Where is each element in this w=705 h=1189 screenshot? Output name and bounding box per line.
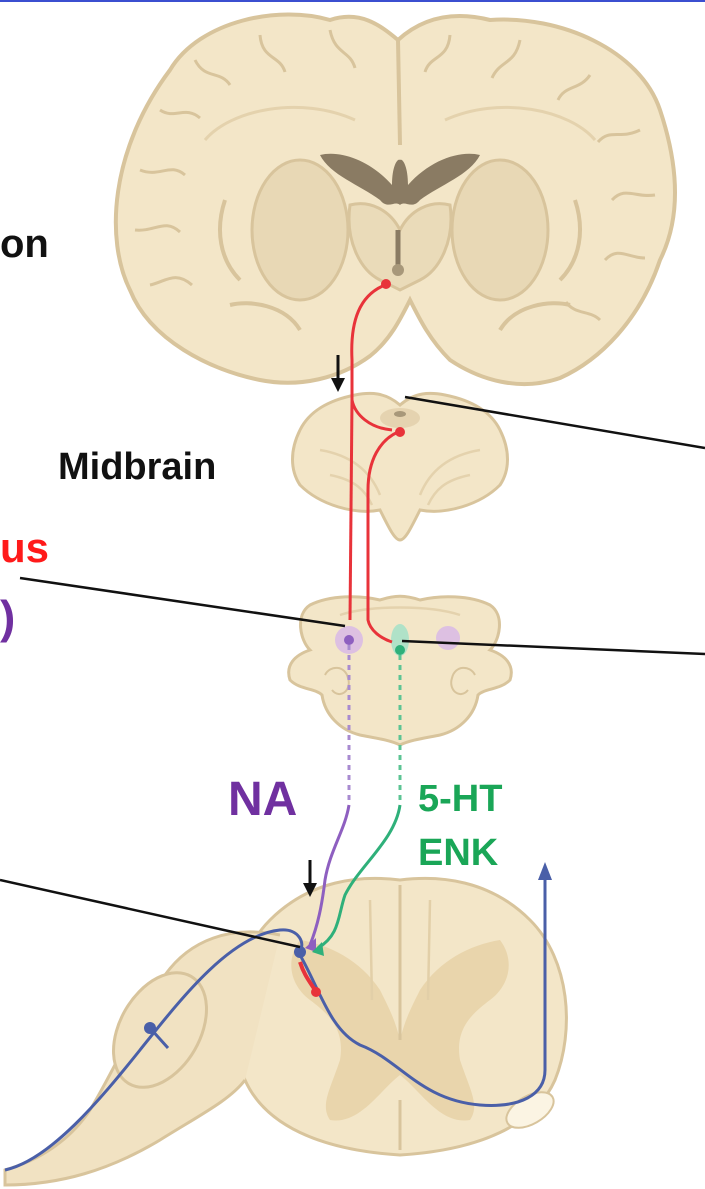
cerebral-aqueduct [394,411,406,417]
medulla-outline [289,596,512,745]
medulla-section [289,596,512,745]
down-arrow-upper-head [331,378,345,392]
red-interneuron-soma [311,987,321,997]
red-pathway-midbrain-medulla-1 [350,400,352,620]
purple-neuron-lc [344,635,354,645]
label-noradrenaline: NA [228,772,297,827]
leader-line-dorsal-horn [0,880,300,947]
label-serotonin: 5-HT [418,778,502,821]
leader-line-medulla-left [20,578,345,626]
left-basal-ganglia [252,160,348,300]
label-fragment-top-left: on [0,222,49,267]
cerebrum-section [116,14,675,384]
red-neuron-hypothalamus [381,279,391,289]
right-basal-ganglia [452,160,548,300]
spinal-cord-section [5,878,566,1185]
label-fragment-purple: ) [0,590,15,644]
longitudinal-fissure [398,40,400,145]
green-neuron-raphe [395,645,405,655]
label-fragment-red: us [0,524,49,572]
label-enkephalin: ENK [418,832,498,875]
periventricular-nucleus [392,264,404,276]
midbrain-section [293,393,508,540]
right-purple-nucleus [436,626,460,650]
blue-ascending-arrowhead [538,862,552,880]
red-neuron-pag [395,427,405,437]
label-midbrain: Midbrain [58,446,216,489]
